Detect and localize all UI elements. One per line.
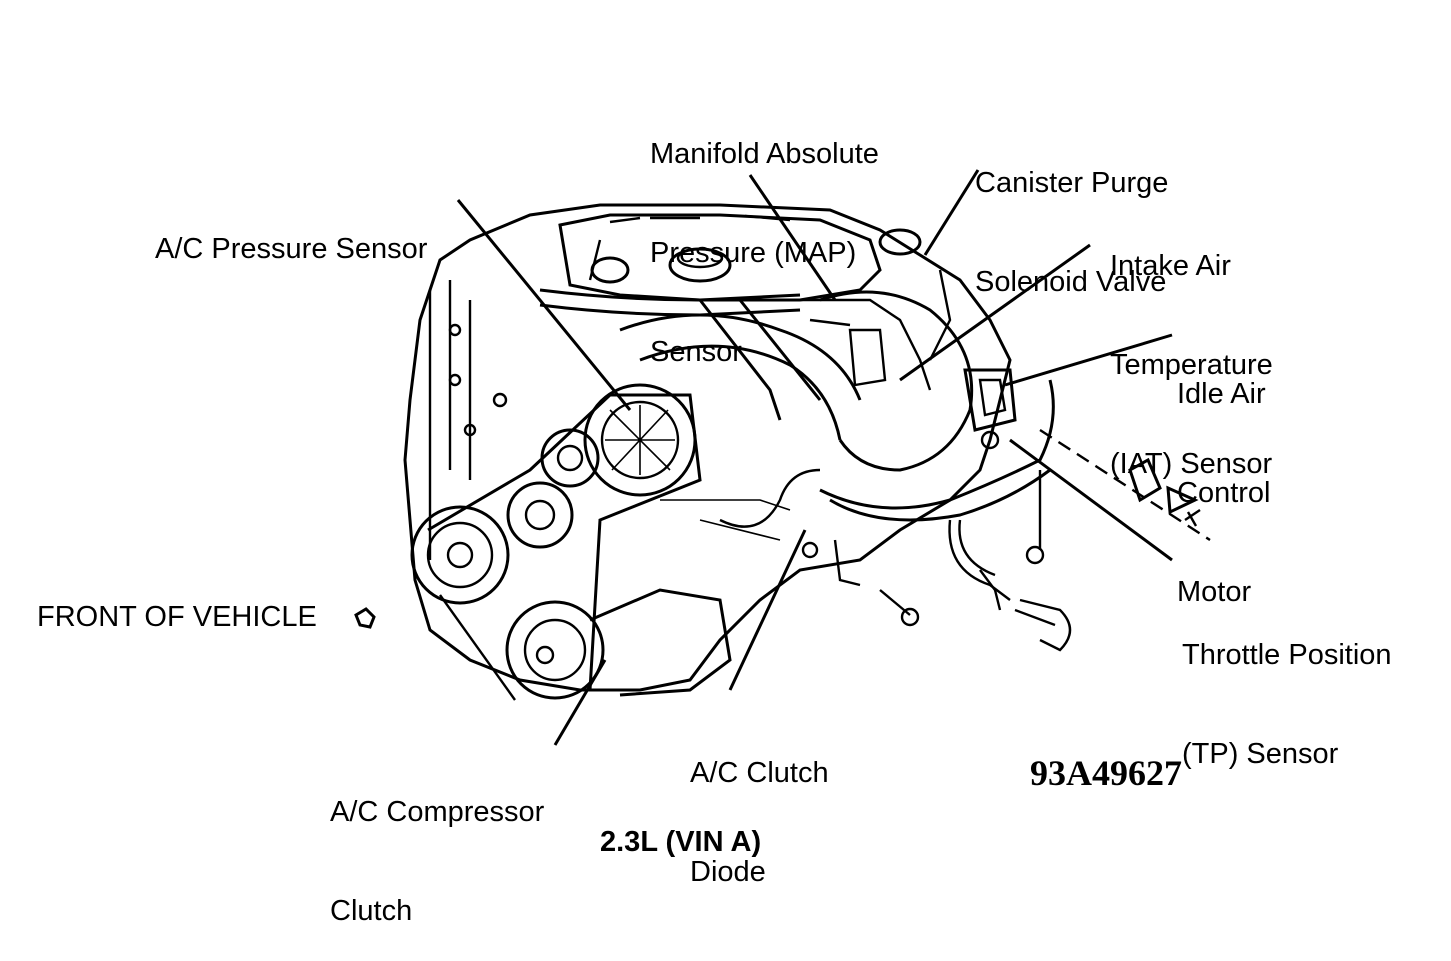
engine-diagram — [354, 169, 1211, 746]
ac-comp-line-1: A/C Compressor — [330, 796, 545, 828]
idle-line-3: Motor — [1177, 576, 1252, 608]
label-map-sensor: Manifold Absolute Pressure (MAP) Sensor — [650, 72, 879, 402]
leader-tp — [1009, 438, 1173, 562]
leader-canister — [923, 169, 980, 256]
tp-line-1: Throttle Position — [1182, 639, 1392, 671]
label-canister-purge: Canister Purge Solenoid Valve — [975, 101, 1168, 332]
leader-ac-pressure — [456, 199, 632, 411]
map-line-2: Pressure (MAP) — [650, 237, 857, 269]
idle-line-2: Control — [1177, 477, 1271, 509]
leader-ac-compressor — [553, 659, 607, 746]
iat-line-3: (IAT) Sensor — [1110, 448, 1273, 480]
label-ac-diode: A/C Clutch Diode — [690, 691, 829, 922]
engine-title: 2.3L (VIN A) — [600, 826, 762, 858]
label-iat-sensor: Intake Air Temperature (IAT) Sensor — [1110, 184, 1273, 514]
leader-idle-air — [1004, 333, 1173, 387]
leader-map — [748, 174, 837, 301]
map-line-3: Sensor — [650, 336, 742, 368]
label-front-of-vehicle: FRONT OF VEHICLE — [37, 601, 317, 633]
iat-line-1: Intake Air — [1110, 250, 1231, 282]
ac-diode-line-2: Diode — [690, 856, 766, 888]
engine-illustration — [403, 203, 1211, 701]
ac-diode-line-1: A/C Clutch — [690, 757, 829, 789]
idle-line-1: Idle Air — [1177, 378, 1266, 410]
ac-comp-line-2: Clutch — [330, 895, 413, 927]
ac-pressure-line-1: A/C Pressure Sensor — [155, 233, 428, 265]
leader-ac-diode — [728, 529, 807, 691]
canister-line-1: Canister Purge — [975, 167, 1169, 199]
leader-iat — [899, 243, 1091, 382]
label-ac-compressor: A/C Compressor Clutch — [330, 730, 544, 961]
tp-line-2: (TP) Sensor — [1182, 738, 1339, 770]
figure-code: 93A49627 — [1030, 753, 1182, 793]
iat-line-2: Temperature — [1110, 349, 1273, 381]
label-idle-air: Idle Air Control Motor — [1177, 312, 1271, 642]
label-ac-pressure: A/C Pressure Sensor — [155, 167, 427, 299]
label-tp-sensor: Throttle Position (TP) Sensor — [1182, 573, 1392, 804]
front-arrow-icon — [354, 607, 376, 629]
leader-lines — [354, 169, 1173, 746]
map-line-1: Manifold Absolute — [650, 138, 879, 170]
canister-line-2: Solenoid Valve — [975, 266, 1167, 298]
